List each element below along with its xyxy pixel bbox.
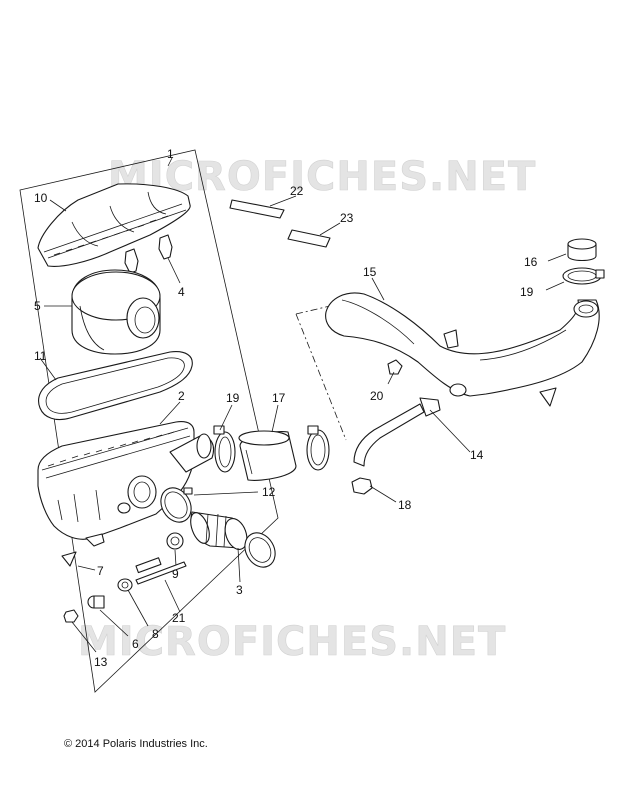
copyright-notice: © 2014 Polaris Industries Inc.	[64, 738, 208, 750]
callout-23: 23	[340, 211, 354, 225]
part-plug-9[interactable]	[166, 532, 184, 550]
callout-14: 14	[470, 448, 484, 462]
leader-11	[39, 357, 57, 381]
leader-19b	[545, 281, 565, 291]
part-nut-13[interactable]	[63, 609, 79, 623]
part-decal-22[interactable]	[229, 199, 285, 219]
leader-2	[159, 401, 181, 425]
callout-20: 20	[370, 389, 384, 403]
part-air-box-base[interactable]	[37, 421, 215, 547]
part-air-filter[interactable]	[71, 269, 161, 355]
part-clips[interactable]	[124, 234, 173, 274]
callout-2: 2	[178, 389, 185, 403]
leader-13	[71, 621, 97, 653]
leader-10	[49, 199, 67, 212]
part-coupler-3[interactable]	[187, 510, 251, 552]
leader-9	[174, 549, 177, 567]
leader-12	[193, 491, 259, 496]
callout-17: 17	[272, 391, 286, 405]
part-intake-duct-15[interactable]	[325, 292, 600, 397]
callout-7: 7	[97, 564, 104, 578]
watermark-bottom: MICROFICHES.NET	[78, 619, 506, 665]
callout-12: 12	[262, 485, 276, 499]
callout-5: 5	[34, 299, 41, 313]
leader-22	[269, 195, 297, 207]
callout-3: 3	[236, 583, 243, 597]
part-clamp-19-right[interactable]	[562, 267, 605, 285]
part-nut-18[interactable]	[351, 477, 373, 495]
leader-18	[369, 485, 397, 503]
part-tube-17[interactable]	[238, 430, 297, 481]
leader-19a	[219, 404, 233, 431]
leader-14	[429, 409, 471, 453]
callout-1: 1	[167, 147, 174, 161]
part-grommet-7[interactable]	[61, 551, 77, 567]
part-cap-right[interactable]	[539, 387, 557, 407]
part-clamp-coupler[interactable]	[239, 527, 281, 572]
leader-21	[164, 579, 181, 613]
callout-22: 22	[290, 184, 304, 198]
callout-9: 9	[172, 567, 179, 581]
leader-20	[387, 371, 395, 385]
callout-8: 8	[152, 627, 159, 641]
part-spacer-8[interactable]	[117, 578, 133, 592]
callout-21: 21	[172, 611, 186, 625]
part-gasket[interactable]	[38, 351, 193, 421]
callout-11: 11	[34, 349, 47, 363]
leader-23	[319, 222, 341, 236]
callout-18: 18	[398, 498, 412, 512]
part-breather-14[interactable]	[353, 397, 441, 467]
part-clamp-12[interactable]	[155, 482, 197, 527]
callout-16: 16	[524, 255, 538, 269]
callout-19-right: 19	[520, 285, 534, 299]
part-clamp-19-left[interactable]	[213, 425, 236, 473]
connector-line	[295, 305, 347, 441]
leader-7	[77, 565, 96, 571]
part-clamp-tube[interactable]	[306, 425, 330, 471]
leader-3	[237, 547, 241, 583]
part-bushing-6[interactable]	[87, 595, 105, 609]
leader-4	[167, 257, 181, 284]
callout-13: 13	[94, 655, 108, 669]
part-decal-23[interactable]	[287, 229, 331, 248]
part-cap-16[interactable]	[567, 238, 597, 262]
part-bolt-21[interactable]	[135, 557, 187, 585]
leader-6	[99, 609, 129, 637]
callout-4: 4	[178, 285, 185, 299]
leader-1	[167, 157, 173, 167]
callout-15: 15	[363, 265, 377, 279]
leader-16	[547, 253, 567, 262]
part-air-box-cover[interactable]	[37, 183, 191, 267]
callout-6: 6	[132, 637, 139, 651]
callout-19-left: 19	[226, 391, 240, 405]
leader-8	[127, 589, 149, 627]
part-bolt-20[interactable]	[387, 359, 403, 375]
leader-15	[371, 277, 385, 301]
callout-10: 10	[34, 191, 48, 205]
callout-labels: 1 2 3 4 5 6 7 8 9 10 11 12 13 14 15 16 1…	[34, 147, 538, 669]
leader-17	[271, 404, 279, 433]
